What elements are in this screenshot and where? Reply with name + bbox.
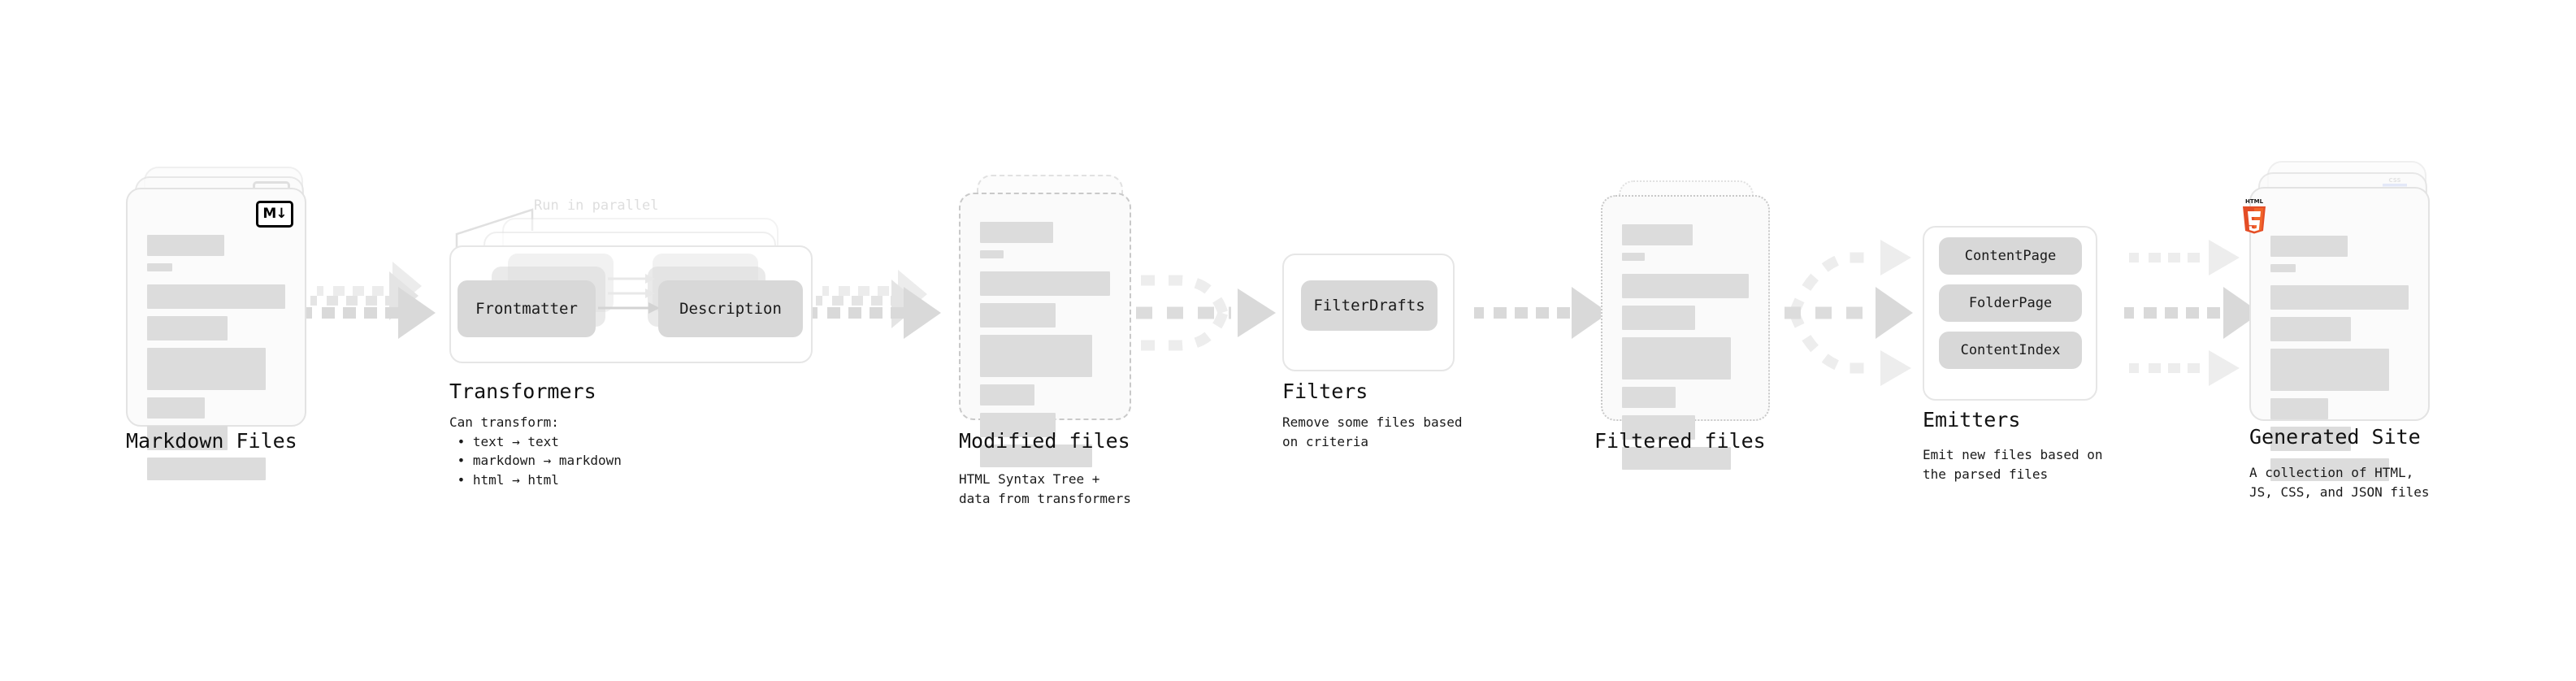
content-bar [1622, 253, 1646, 261]
stage-caption-modified-files: HTML Syntax Tree + data from transformer… [959, 471, 1131, 506]
modified-doc-front [959, 193, 1131, 467]
generated-doc-front: HTML [2243, 187, 2430, 481]
content-bar [1622, 387, 1676, 408]
content-bar [980, 445, 1092, 467]
content-bar [2270, 317, 2351, 341]
content-bar [980, 384, 1035, 406]
content-bar [1622, 337, 1732, 380]
stage-title-markdown-files: Markdown Files [126, 429, 297, 453]
connector-modified-to-filters [1136, 275, 1276, 351]
content-bar [1622, 415, 1696, 440]
content-bar [2270, 236, 2348, 257]
chip-contentpage[interactable]: ContentPage [1939, 237, 2082, 275]
content-bar [147, 316, 228, 340]
svg-text:HTML: HTML [2245, 198, 2264, 205]
stage-title-filtered-files: Filtered files [1594, 429, 1766, 453]
html5-icon: HTML [2240, 197, 2269, 234]
generated-doc-content [2270, 236, 2409, 481]
content-bar [980, 303, 1056, 327]
content-bar [980, 335, 1092, 377]
stage-title-emitters: Emitters [1923, 408, 2021, 432]
markdown-doc-content [147, 235, 285, 480]
connector-md-to-transformers [304, 262, 436, 339]
content-bar [2270, 349, 2390, 391]
content-bar [147, 348, 267, 390]
content-bar [147, 458, 267, 480]
content-bar [2270, 264, 2296, 272]
markdown-doc-front: M↓ [126, 188, 306, 480]
content-bar [147, 284, 285, 309]
content-bar [980, 250, 1004, 258]
content-bar [980, 413, 1056, 437]
content-bar [980, 222, 1053, 243]
chip-description[interactable]: Description [658, 280, 803, 337]
content-bar [2270, 427, 2351, 451]
content-bar [1622, 447, 1732, 470]
filtered-doc-content [1622, 224, 1749, 470]
content-bar [2270, 458, 2390, 481]
stage-caption-emitters: Emit new files based on the parsed files [1923, 447, 2103, 482]
content-bar [1622, 274, 1749, 298]
stage-title-modified-files: Modified files [959, 429, 1130, 453]
run-in-parallel-bracket [455, 208, 534, 252]
stage-title-transformers: Transformers [449, 380, 596, 403]
chip-contentindex[interactable]: ContentIndex [1939, 332, 2082, 369]
stage-title-generated-site: Generated Site [2249, 425, 2421, 449]
stage-title-filters: Filters [1282, 380, 1368, 403]
content-bar [2270, 398, 2329, 419]
stage-caption-generated-site: A collection of HTML, JS, CSS, and JSON … [2249, 465, 2430, 500]
content-bar [1622, 224, 1693, 245]
run-in-parallel-note: Run in parallel [534, 197, 659, 214]
content-bar [147, 426, 228, 450]
content-bar [147, 235, 225, 256]
chip-frontmatter[interactable]: Frontmatter [458, 280, 596, 337]
connector-transformers-to-modified [809, 270, 941, 339]
generated-doc-stack: CSS HTML [2243, 161, 2436, 481]
modified-doc-content [980, 222, 1110, 467]
filtered-doc-front [1601, 195, 1770, 470]
chip-folderpage[interactable]: FolderPage [1939, 284, 2082, 322]
transformer-inner-arrows [598, 274, 660, 314]
connector-emitters-to-site [2124, 240, 2261, 386]
connector-filters-to-filtered [1474, 287, 1609, 339]
connector-filtered-to-emitters [1785, 240, 1913, 386]
content-bar [1622, 306, 1696, 330]
content-bar [980, 271, 1110, 296]
content-bar [147, 263, 172, 271]
content-bar [147, 397, 206, 419]
stage-caption-filters: Remove some files based on criteria [1282, 414, 1463, 449]
stage-caption-transformers: Can transform: • text → text • markdown … [449, 414, 622, 488]
markdown-icon: M↓ [256, 201, 293, 228]
filtered-doc-stack [1601, 180, 1780, 470]
chip-filterdrafts[interactable]: FilterDrafts [1301, 280, 1438, 331]
markdown-doc-stack: M↓ M↓ M↓ [126, 167, 313, 480]
content-bar [2270, 285, 2409, 310]
modified-doc-stack [959, 175, 1138, 467]
